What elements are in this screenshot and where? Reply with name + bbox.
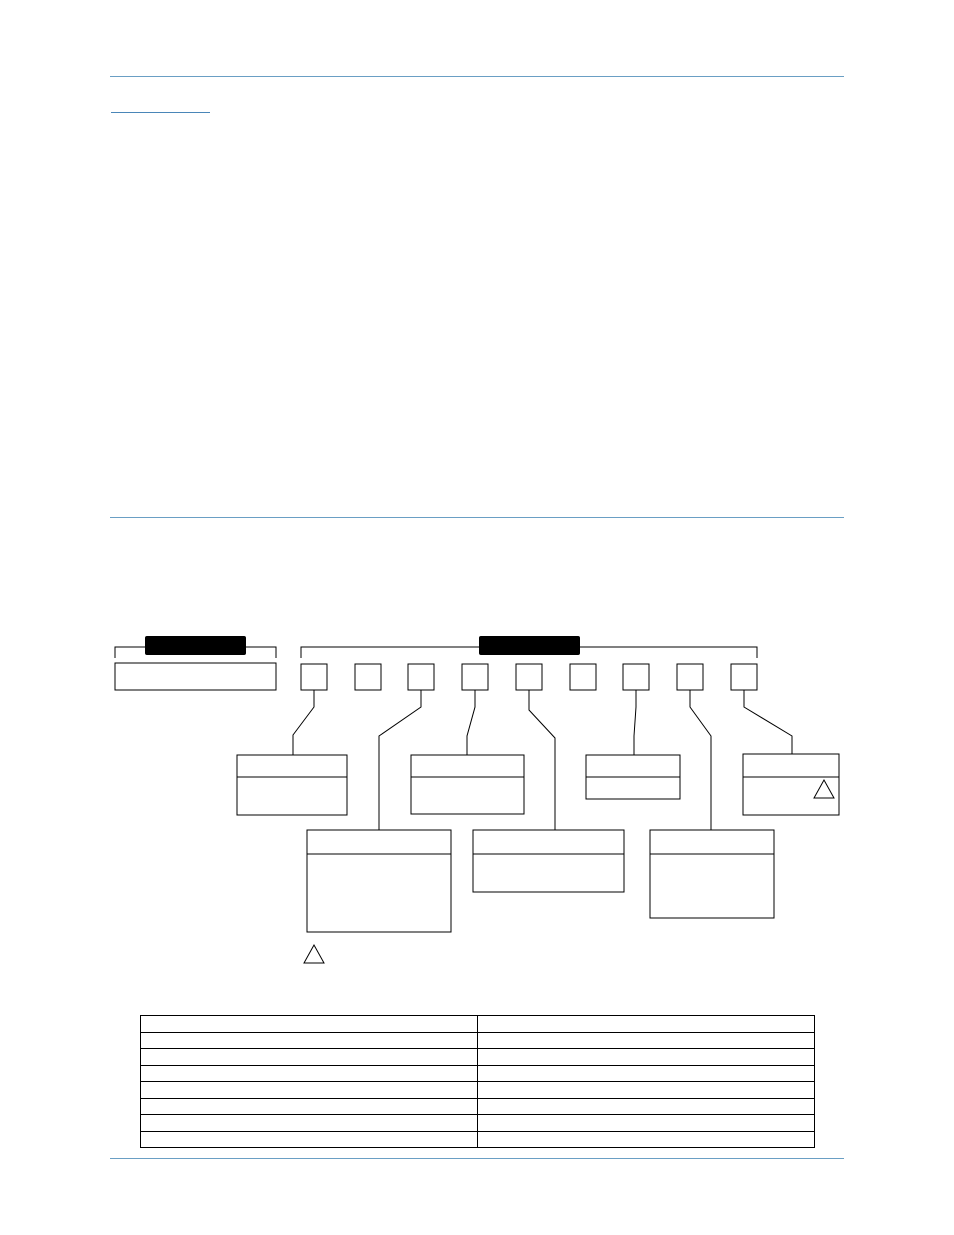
table-row xyxy=(140,1031,815,1049)
table-row xyxy=(140,1097,815,1115)
digit-box-5 xyxy=(515,663,543,691)
right-label-pill xyxy=(479,636,580,655)
connector-6 xyxy=(689,690,712,830)
connector-3 xyxy=(466,690,476,755)
option-box-4 xyxy=(472,829,625,893)
style-number-field xyxy=(114,662,277,691)
digit-box-6 xyxy=(569,663,597,691)
table-row xyxy=(140,1015,815,1033)
connector-5 xyxy=(633,690,637,755)
connector-1 xyxy=(292,690,315,755)
footer-rule xyxy=(110,1158,844,1159)
table-row xyxy=(140,1114,815,1132)
digit-box-4 xyxy=(461,663,489,691)
table-row xyxy=(140,1081,815,1099)
table-row xyxy=(140,1130,815,1148)
digit-box-3 xyxy=(407,663,435,691)
header-rule xyxy=(110,76,844,77)
left-label-pill xyxy=(145,636,246,655)
table-row xyxy=(140,1048,815,1066)
spec-table xyxy=(140,1015,815,1148)
triangle-icon xyxy=(813,778,835,799)
table-row xyxy=(140,1064,815,1082)
option-box-3 xyxy=(410,754,525,815)
option-box-1 xyxy=(236,754,348,816)
digit-box-1 xyxy=(300,663,328,691)
section-link[interactable] xyxy=(111,112,210,113)
triangle-icon xyxy=(303,943,325,964)
digit-box-9 xyxy=(730,663,758,691)
option-box-6 xyxy=(649,829,775,919)
digit-box-2 xyxy=(354,663,382,691)
connector-2 xyxy=(378,690,422,830)
connector-7 xyxy=(743,690,793,754)
option-box-2 xyxy=(306,829,452,933)
digit-box-7 xyxy=(622,663,650,691)
option-box-7 xyxy=(742,753,840,816)
digit-box-8 xyxy=(676,663,704,691)
section-divider xyxy=(110,517,844,518)
connector-4 xyxy=(528,690,556,830)
